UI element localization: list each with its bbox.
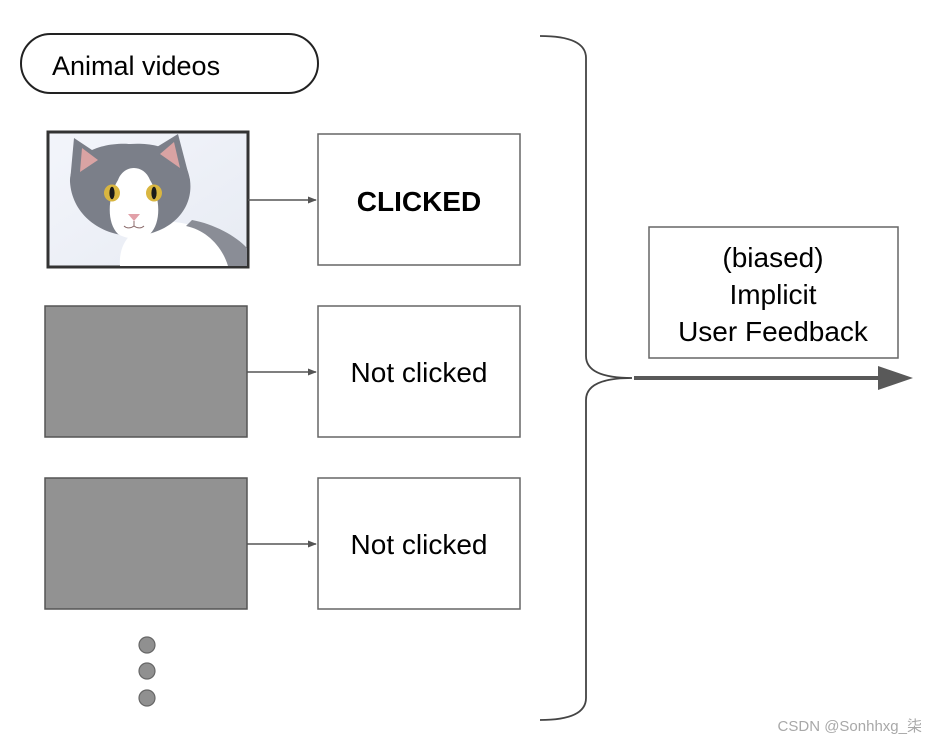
status-box-1 — [317, 133, 521, 266]
category-pill — [20, 33, 319, 94]
status-box-2 — [317, 305, 521, 438]
status-box-3 — [317, 477, 521, 610]
result-box — [648, 226, 899, 359]
result-line-2: Implicit — [729, 279, 816, 310]
more-items-dots — [138, 636, 156, 707]
result-line-1: (biased) — [722, 242, 823, 273]
category-label: Animal videos — [52, 51, 220, 81]
video-placeholder-2 — [44, 305, 248, 438]
feedback-arrow — [634, 366, 913, 390]
video-placeholder-3 — [44, 477, 248, 610]
result-line-3: User Feedback — [678, 316, 869, 347]
status-label-1: CLICKED — [357, 186, 481, 217]
curly-brace — [539, 35, 633, 721]
watermark: CSDN @Sonhhxg_柒 — [778, 718, 922, 735]
status-label-3: Not clicked — [351, 529, 488, 560]
status-label-2: Not clicked — [351, 357, 488, 388]
cat-thumbnail — [46, 130, 250, 269]
